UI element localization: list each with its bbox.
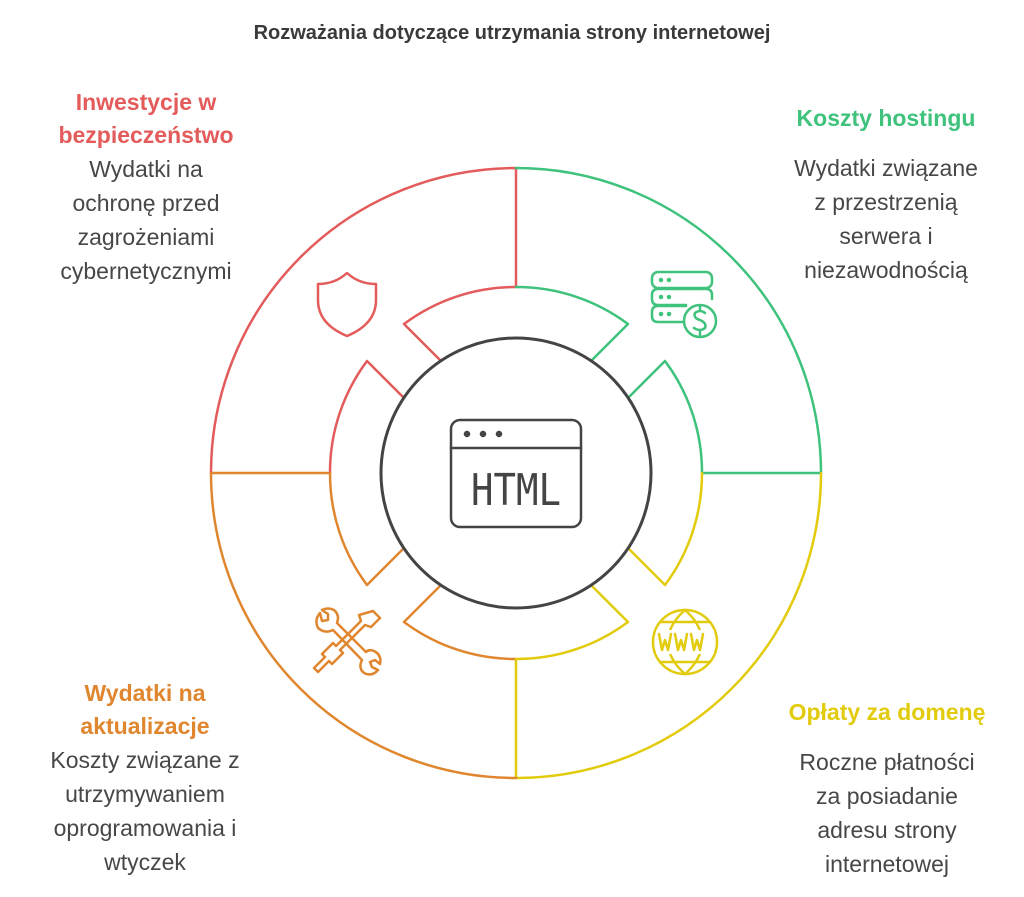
outer-arc-security (209, 166, 518, 475)
server-dollar-icon (650, 270, 718, 339)
body-line: oprogramowania i (53, 815, 237, 841)
segment-left-bottom (328, 471, 405, 587)
heading-line: Wydatki na (84, 680, 206, 706)
heading-line: Koszty hostingu (796, 105, 976, 131)
html-window-icon: HTML (449, 418, 583, 529)
section-domain: Opłaty za domenę Roczne płatności za pos… (737, 696, 1024, 881)
hosting-description: Wydatki związane z przestrzenią serwera … (736, 151, 1024, 287)
updates-heading: Wydatki na aktualizacje (0, 677, 295, 743)
outer-arc-domain (514, 471, 823, 780)
body-line: za posiadanie (816, 783, 958, 809)
body-line: zagrożeniami (77, 224, 215, 250)
segment-bottom-left (402, 584, 518, 661)
body-line: utrzymywaniem (65, 781, 225, 807)
heading-line: Inwestycje w (75, 89, 217, 115)
section-security: Inwestycje w bezpieczeństwo Wydatki na o… (0, 86, 296, 288)
domain-description: Roczne płatności za posiadanie adresu st… (737, 745, 1024, 881)
shield-icon (316, 271, 378, 338)
segment-right-top (627, 359, 704, 475)
heading-line: Opłaty za domenę (788, 699, 986, 725)
body-line: Roczne płatności (799, 749, 975, 775)
segment-top-right (514, 285, 630, 362)
body-line: serwera i (839, 223, 933, 249)
body-line: internetowej (824, 851, 950, 877)
www-globe-icon (651, 608, 719, 676)
segment-bottom-right (514, 584, 630, 661)
security-description: Wydatki na ochronę przed zagrożeniami cy… (0, 152, 296, 288)
segment-left-top (328, 359, 405, 475)
body-line: Wydatki związane (794, 155, 978, 181)
outer-arc-hosting (514, 166, 823, 475)
heading-line: aktualizacje (80, 713, 210, 739)
body-line: wtyczek (104, 849, 186, 875)
body-line: z przestrzenią (814, 189, 958, 215)
section-updates: Wydatki na aktualizacje Koszty związane … (0, 677, 295, 879)
body-line: niezawodnością (804, 257, 968, 283)
heading-line: bezpieczeństwo (58, 122, 234, 148)
segment-top-left (402, 285, 518, 362)
body-line: Wydatki na (89, 156, 203, 182)
body-line: Koszty związane z (50, 747, 240, 773)
outer-arc-updates (209, 471, 518, 780)
hosting-heading: Koszty hostingu (736, 102, 1024, 135)
domain-heading: Opłaty za domenę (737, 696, 1024, 729)
html-label: HTML (471, 465, 561, 516)
section-hosting: Koszty hostingu Wydatki związane z przes… (736, 102, 1024, 287)
segment-right-bottom (627, 471, 704, 587)
diagram-title: Rozważania dotyczące utrzymania strony i… (253, 22, 771, 44)
updates-description: Koszty związane z utrzymywaniem oprogram… (0, 743, 295, 879)
body-line: ochronę przed (72, 190, 220, 216)
center-circle (379, 336, 653, 610)
tools-icon (312, 607, 382, 676)
security-heading: Inwestycje w bezpieczeństwo (0, 86, 296, 152)
body-line: adresu strony (817, 817, 957, 843)
body-line: cybernetycznymi (60, 258, 232, 284)
